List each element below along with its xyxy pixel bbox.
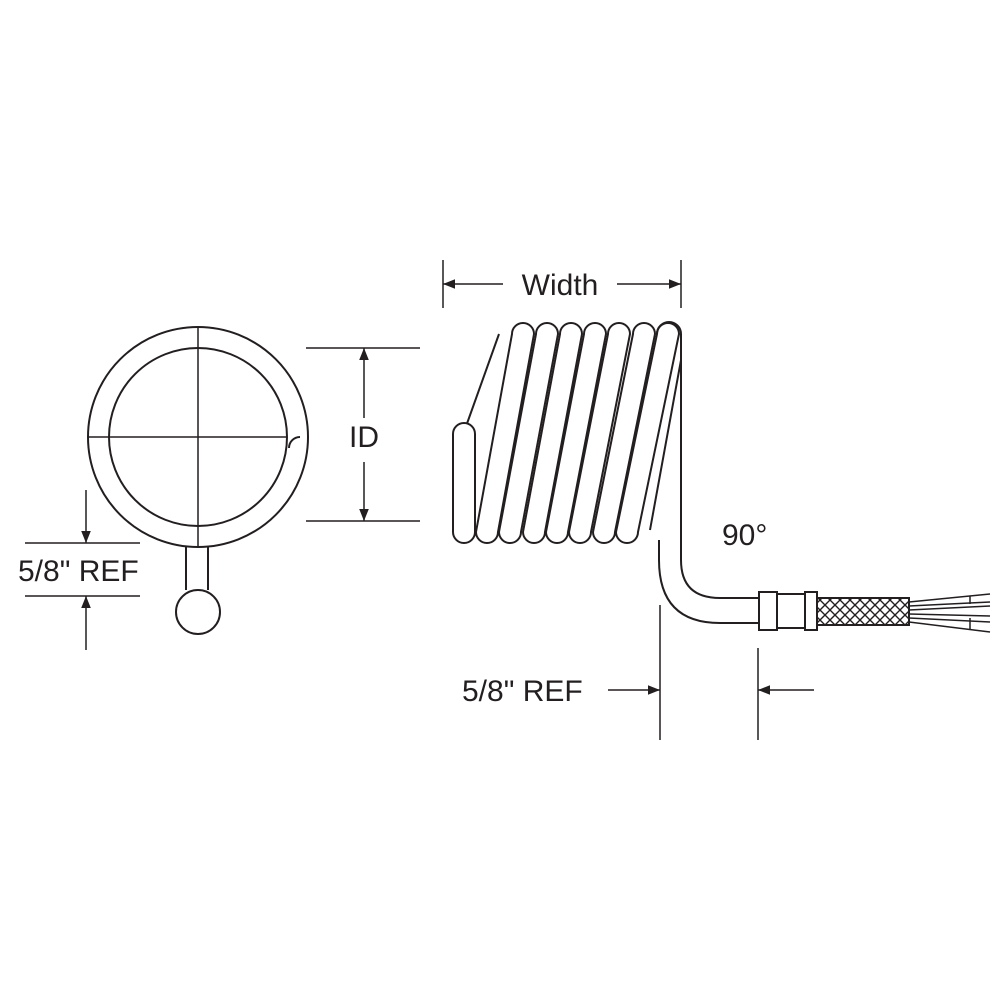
ref-label-left: 5/8" REF [18,555,139,588]
ferrule-left [758,591,778,631]
id-dimension: ID [306,347,420,522]
ref-label-bottom: 5/8" REF [462,675,583,708]
coil-turn-final [649,321,682,531]
end-view [87,326,309,635]
lead-wire-2 [908,601,991,607]
coil-end-cap [288,436,301,449]
lead-wires [908,593,991,633]
coil-turn [567,322,632,544]
left-ref-dimension: 5/8" REF [18,490,140,650]
braided-sleeve [816,597,910,626]
lead-wire-6 [908,621,991,633]
lead-wire-3 [908,605,991,611]
bottom-ref-dimension: 5/8" REF [462,605,814,740]
coil-turns [452,321,682,544]
id-label: ID [349,421,379,454]
angle-label: 90° [722,519,767,552]
lead-bend-outer [658,559,760,624]
side-view: 90° [452,321,991,633]
lead-end-circle [175,589,221,635]
width-label: Width [522,269,599,302]
lead-wire-4 [908,613,991,617]
coil-turn [497,322,560,544]
coil-back-edge [463,333,500,433]
lead-bend-inner [680,559,760,599]
ferrule-right [804,591,818,631]
lead-wire-1 [908,593,991,603]
coil-turn [452,422,476,544]
ferrule-body [776,593,806,629]
width-dimension: Width [442,260,682,308]
lead-wire-5 [908,617,991,623]
